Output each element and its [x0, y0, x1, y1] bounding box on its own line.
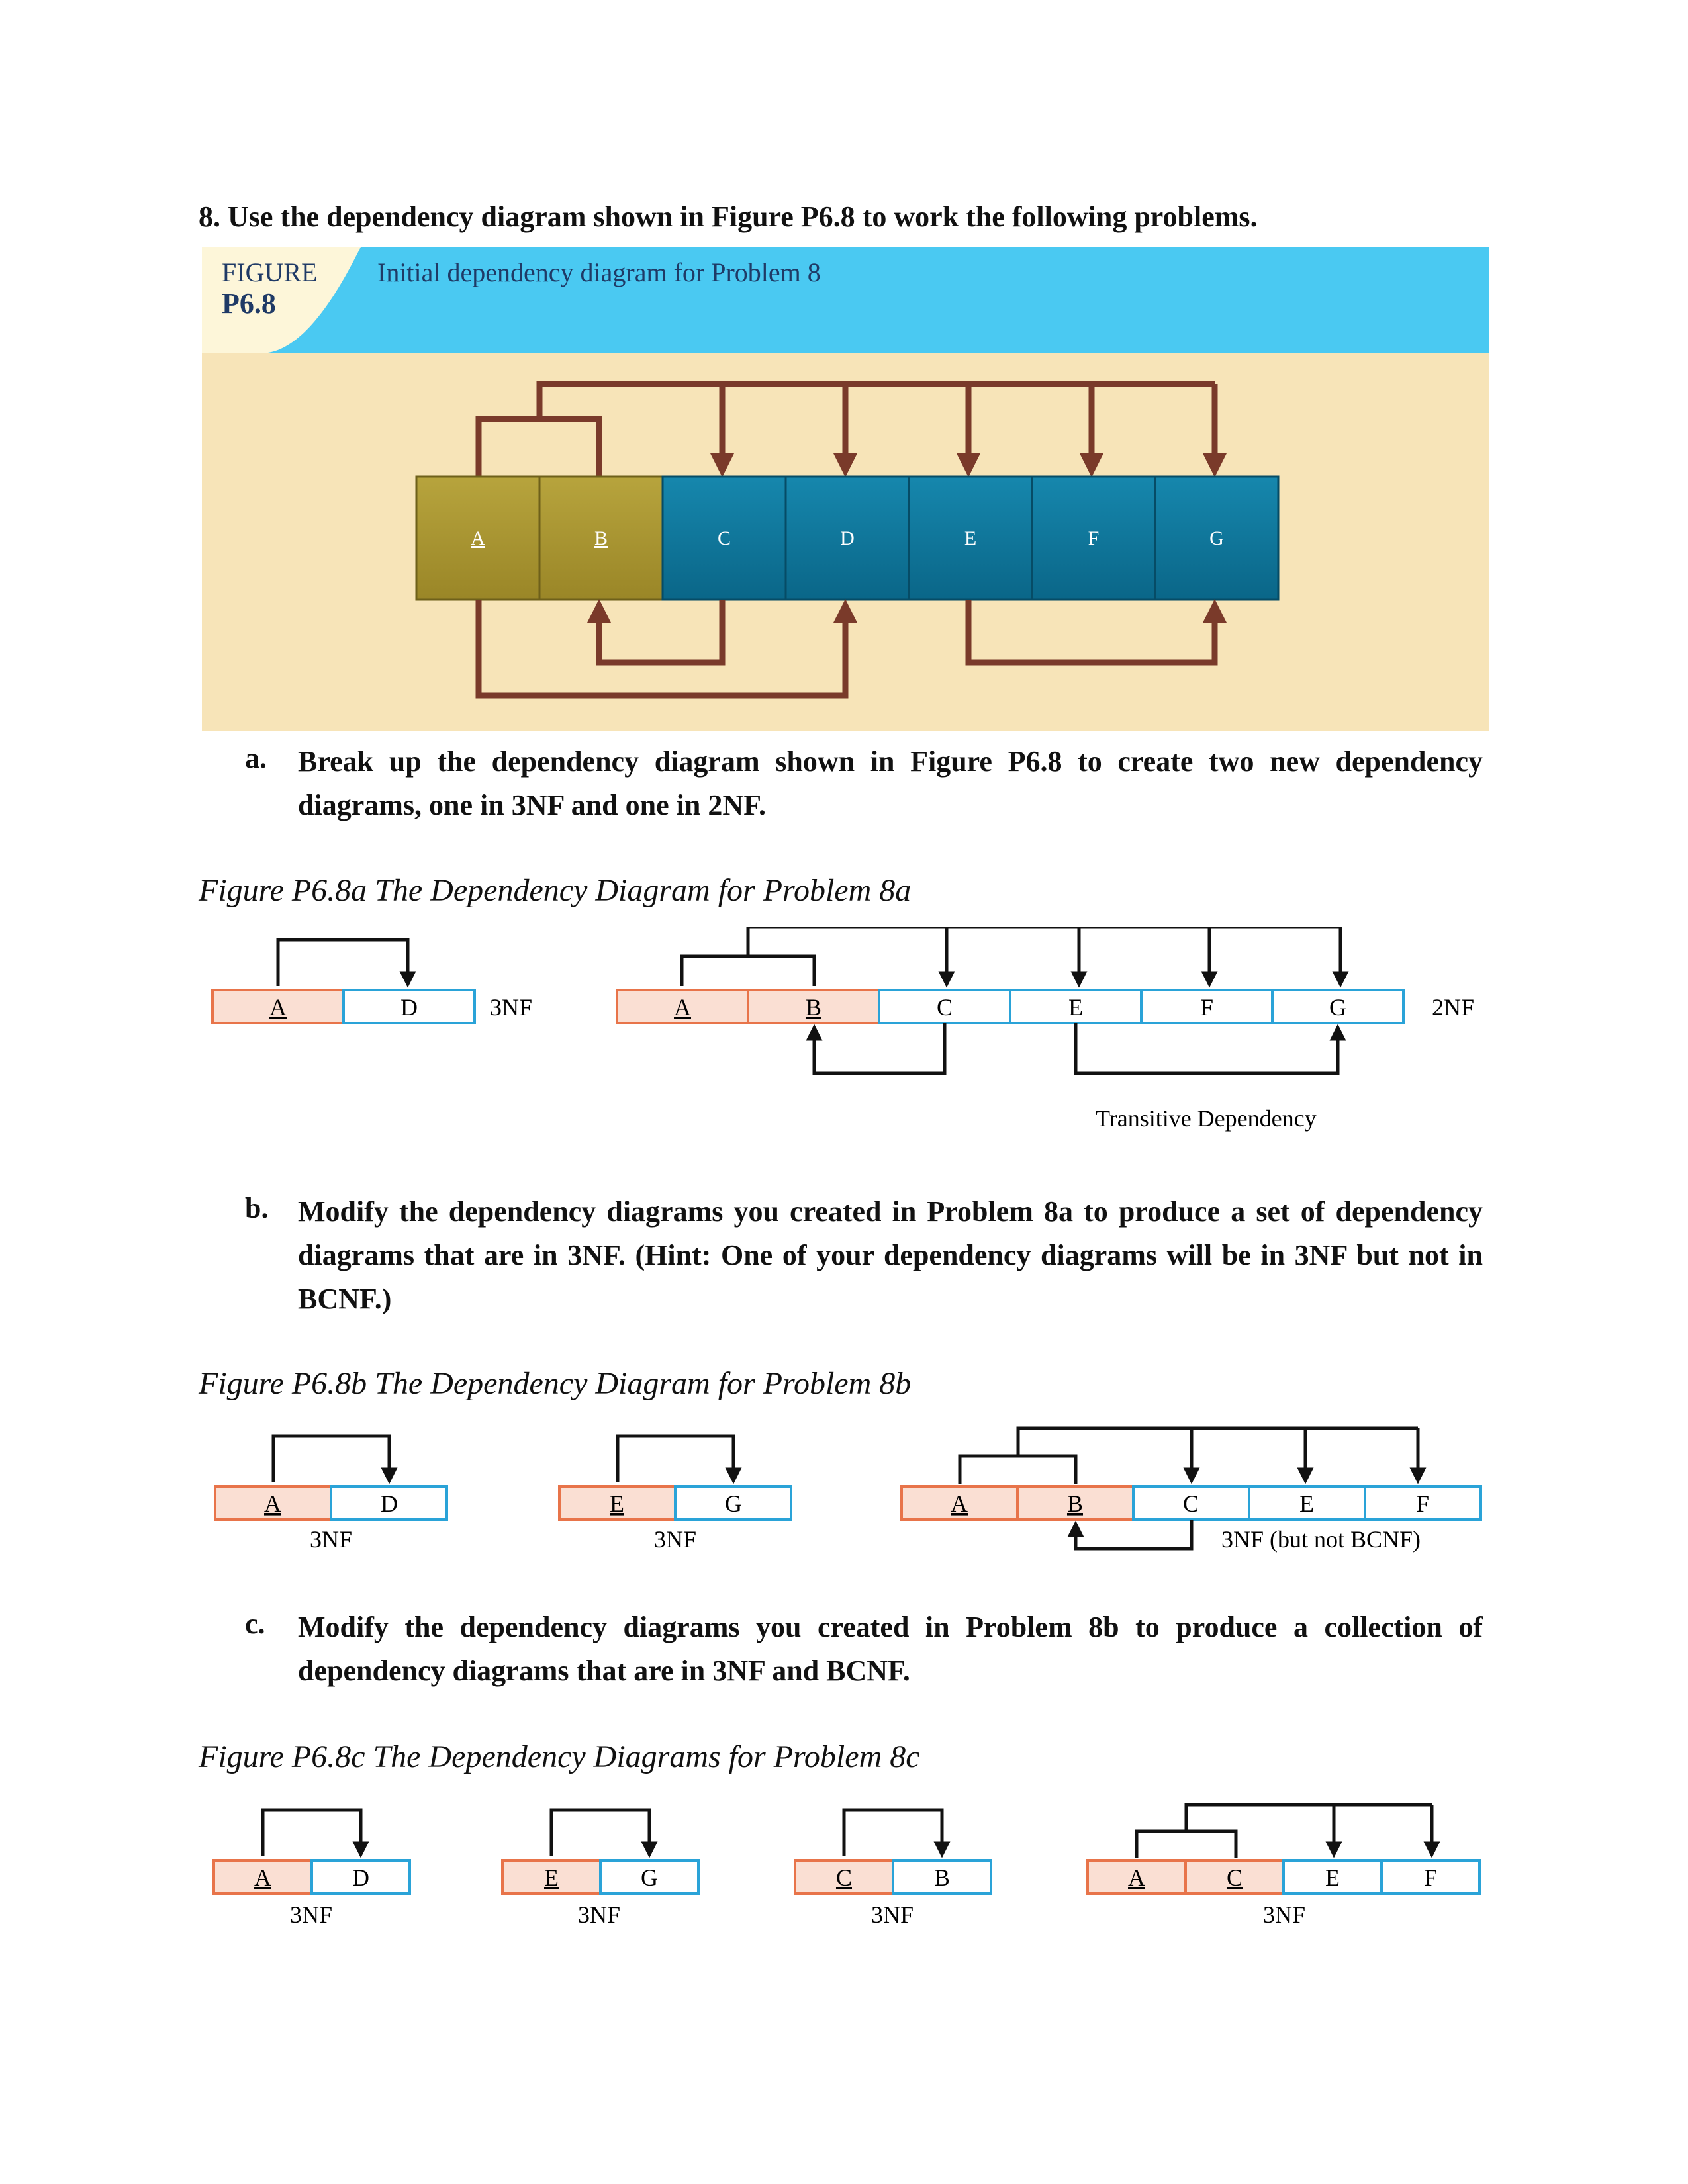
a1-cell-A	[211, 989, 345, 1024]
a-diagram-2: A B C E F G 2NF Transitive Dependency	[616, 927, 1474, 1132]
c1-label-A: A	[254, 1864, 271, 1891]
cell-F	[1031, 475, 1156, 601]
part-b-text: Modify the dependency diagrams you creat…	[298, 1195, 1483, 1315]
cell-B-label: B	[594, 527, 608, 549]
c4-label-A: A	[1128, 1864, 1145, 1891]
c-diagram-4: A C E F 3NF	[1086, 1803, 1481, 1928]
b3-label-B: B	[1067, 1490, 1083, 1517]
c4-cell-C	[1184, 1859, 1285, 1895]
part-b-letter: b.	[245, 1192, 269, 1224]
cell-D	[784, 475, 910, 601]
b-diagram-3: A B C E F 3NF (but not BCNF)	[900, 1426, 1482, 1553]
figure-b-diagrams: A D 3NF E G 3NF A B C E F 3NF (but not B…	[214, 1426, 1482, 1553]
c3-label-B: B	[934, 1864, 950, 1891]
c4-cell-F	[1380, 1859, 1481, 1895]
attribute-row: A B C D E F G	[415, 475, 1280, 601]
figure-header-band	[202, 247, 1489, 353]
cell-G	[1154, 475, 1280, 601]
c4-label-F: F	[1424, 1864, 1437, 1891]
figure-b-caption: Figure P6.8b The Dependency Diagram for …	[199, 1366, 912, 1401]
c1-cell-D	[310, 1859, 411, 1895]
c-diagram-3: C B 3NF	[794, 1808, 992, 1928]
a1-label-A: A	[269, 994, 287, 1021]
b-diagram-2: E G 3NF	[558, 1434, 792, 1553]
c3-label-C: C	[836, 1864, 852, 1891]
cell-G-label: G	[1209, 527, 1224, 549]
c4-label-C: C	[1227, 1864, 1243, 1891]
b3-label-A: A	[951, 1490, 968, 1517]
figure-label-line2: P6.8	[222, 287, 276, 320]
transitive-dependency-note: Transitive Dependency	[1096, 1105, 1317, 1132]
cell-C	[661, 475, 787, 601]
part-c-text: Modify the dependency diagrams you creat…	[298, 1611, 1483, 1687]
c2-nf-label: 3NF	[578, 1901, 620, 1928]
a2-label-B: B	[806, 994, 821, 1021]
problem-heading: 8. Use the dependency diagram shown in F…	[199, 201, 1258, 233]
a2-label-C: C	[937, 994, 953, 1021]
b3-label-E: E	[1299, 1490, 1314, 1517]
b3-nf-label: 3NF (but not BCNF)	[1221, 1526, 1421, 1553]
c2-label-E: E	[544, 1864, 559, 1891]
a2-cell-F	[1140, 989, 1274, 1024]
top-dependency-lines	[475, 381, 1227, 477]
b1-cell-D	[330, 1485, 448, 1521]
c3-cell-C	[794, 1859, 894, 1895]
figure-a-diagrams: A D 3NF A B C E F G 2NF Transitive Depen…	[211, 927, 1474, 1132]
c2-cell-G	[599, 1859, 700, 1895]
b2-cell-E	[558, 1485, 677, 1521]
b2-cell-G	[674, 1485, 792, 1521]
b1-nf-label: 3NF	[310, 1526, 352, 1553]
b3-cell-F	[1364, 1485, 1482, 1521]
c2-label-G: G	[641, 1864, 658, 1891]
cell-E	[908, 475, 1033, 601]
b-diagram-1: A D 3NF	[214, 1434, 448, 1553]
a2-label-F: F	[1200, 994, 1213, 1021]
a1-label-D: D	[400, 994, 418, 1021]
c-diagram-1: A D 3NF	[212, 1808, 411, 1928]
b3-cell-B	[1016, 1485, 1135, 1521]
c4-label-E: E	[1325, 1864, 1340, 1891]
figure-c-caption: Figure P6.8c The Dependency Diagrams for…	[199, 1739, 920, 1774]
b1-label-D: D	[381, 1490, 398, 1517]
bottom-dependency-lines	[475, 599, 1227, 699]
part-c-letter: c.	[245, 1608, 265, 1640]
figure-p6-8: FIGURE P6.8 Initial dependency diagram f…	[202, 247, 1489, 731]
b2-label-G: G	[725, 1490, 742, 1517]
a2-label-E: E	[1068, 994, 1083, 1021]
c4-nf-label: 3NF	[1263, 1901, 1305, 1928]
cell-D-label: D	[840, 527, 855, 549]
c1-nf-label: 3NF	[290, 1901, 332, 1928]
b1-label-A: A	[264, 1490, 281, 1517]
figure-a-caption: Figure P6.8a The Dependency Diagram for …	[199, 873, 912, 908]
cell-F-label: F	[1088, 527, 1100, 549]
c3-cell-B	[892, 1859, 992, 1895]
c3-nf-label: 3NF	[871, 1901, 914, 1928]
figure-c-diagrams: A D 3NF E G 3NF C B 3NF A C E F 3NF	[212, 1803, 1481, 1928]
part-a-text: Break up the dependency diagram shown in…	[298, 745, 1483, 821]
a-diagram-1: A D 3NF	[211, 938, 532, 1024]
a1-nf-label: 3NF	[490, 994, 532, 1021]
b3-label-F: F	[1416, 1490, 1429, 1517]
figure-title: Initial dependency diagram for Problem 8	[377, 257, 821, 287]
b3-cell-A	[900, 1485, 1019, 1521]
c1-cell-A	[212, 1859, 313, 1895]
c1-label-D: D	[352, 1864, 369, 1891]
a1-cell-D	[342, 989, 476, 1024]
part-a-letter: a.	[245, 742, 267, 774]
cell-C-label: C	[718, 527, 731, 549]
figure-label-line1: FIGURE	[222, 257, 317, 287]
a2-nf-label: 2NF	[1432, 994, 1474, 1021]
cell-A-label: A	[471, 527, 485, 549]
figure-p6-8-graphic: FIGURE P6.8 Initial dependency diagram f…	[202, 247, 1489, 731]
cell-E-label: E	[964, 527, 976, 549]
a2-label-G: G	[1329, 994, 1346, 1021]
cell-A	[415, 475, 541, 601]
figure-label-badge	[202, 247, 361, 353]
b3-label-C: C	[1183, 1490, 1199, 1517]
a2-label-A: A	[674, 994, 691, 1021]
a2-cell-G	[1271, 989, 1405, 1024]
c-diagram-2: E G 3NF	[501, 1808, 700, 1928]
b2-label-E: E	[610, 1490, 624, 1517]
b2-nf-label: 3NF	[654, 1526, 696, 1553]
